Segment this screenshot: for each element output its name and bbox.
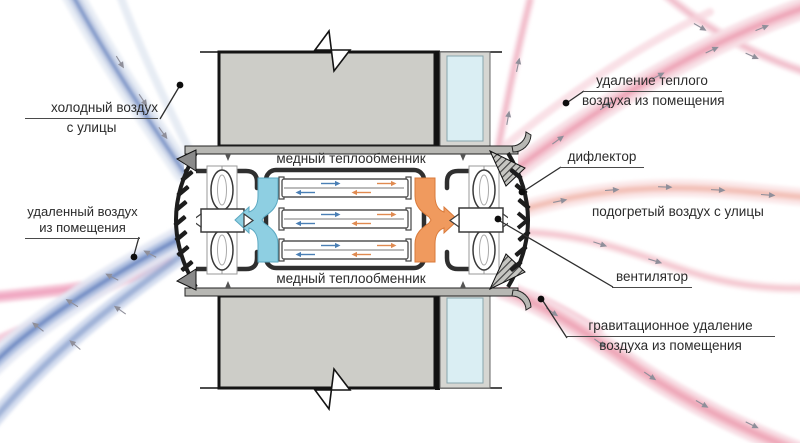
louver-slats [509, 168, 531, 272]
label-cold-air-line2: с улицы [66, 120, 117, 136]
deflector-louver [488, 149, 531, 291]
label-heat-exchanger-bottom: медный теплообменник [256, 271, 446, 287]
label-removed-air-line2: из помещения [25, 220, 140, 239]
left-fan-axle-tip [243, 212, 255, 229]
wall-lower [200, 293, 502, 412]
wall-break-mark [313, 366, 352, 412]
label-fan-text: вентилятор [612, 269, 692, 289]
heat-pipe-row [278, 207, 412, 231]
heat-exchanger [263, 167, 427, 271]
label-removed-air-line1: удаленный воздух [27, 204, 138, 219]
wall-break-mark [313, 28, 352, 74]
label-cold-air-line1: холодный воздух [25, 100, 158, 120]
label-cold-air: холодный воздух с улицы [25, 100, 158, 137]
cold-exhaust-arrow [234, 177, 279, 263]
label-heated-air-text: подогретый воздух с улицы [592, 204, 764, 219]
casing-lip-top [511, 131, 532, 153]
label-fan: вентилятор [612, 269, 692, 289]
gravity-removal-stream [492, 279, 800, 443]
label-warm-removal: удаление теплого воздуха из помещения [582, 73, 725, 110]
right-fan-axle-tip [448, 212, 460, 229]
label-heat-exchanger-top: медный теплообменник [256, 151, 446, 167]
label-gravity-removal-line2: воздуха из помещения [599, 338, 742, 354]
window-shaft-lower [446, 297, 484, 384]
label-removed-air: удаленный воздух из помещения [25, 204, 140, 240]
right-fan [458, 165, 514, 275]
duct-casing-bottom [184, 287, 519, 297]
label-heat-exchanger-bottom-text: медный теплообменник [276, 271, 426, 286]
exhaust-air-stream [0, 223, 198, 425]
label-gravity-removal: гравитационное удаление воздуха из помещ… [566, 318, 775, 355]
wall-upper [200, 28, 502, 148]
casing-anchors [225, 154, 466, 288]
label-heat-exchanger-top-text: медный теплообменник [276, 151, 426, 166]
deflector-cone-bottom [488, 253, 526, 291]
left-louver [173, 149, 198, 291]
label-heated-air: подогретый воздух с улицы [592, 204, 764, 220]
louver-slats [173, 170, 194, 272]
heat-pipe-row [278, 176, 412, 200]
label-warm-removal-line2: воздуха из помещения [582, 93, 725, 109]
label-deflector-text: дифлектор [560, 149, 644, 169]
window-shaft-upper [446, 55, 484, 142]
heat-pipes [278, 176, 412, 262]
label-warm-removal-line1: удаление теплого [582, 73, 722, 93]
heat-pipe-row [278, 238, 412, 262]
casing-lip-bottom [511, 289, 532, 311]
warm-supply-arrow [414, 177, 459, 263]
duct-lining [183, 168, 521, 272]
leader-lines [130, 81, 614, 339]
label-gravity-removal-line1: гравитационное удаление [566, 318, 775, 338]
deflector-cone-top [488, 149, 526, 187]
label-deflector: дифлектор [560, 149, 644, 169]
cold-air-stream [62, 0, 195, 183]
